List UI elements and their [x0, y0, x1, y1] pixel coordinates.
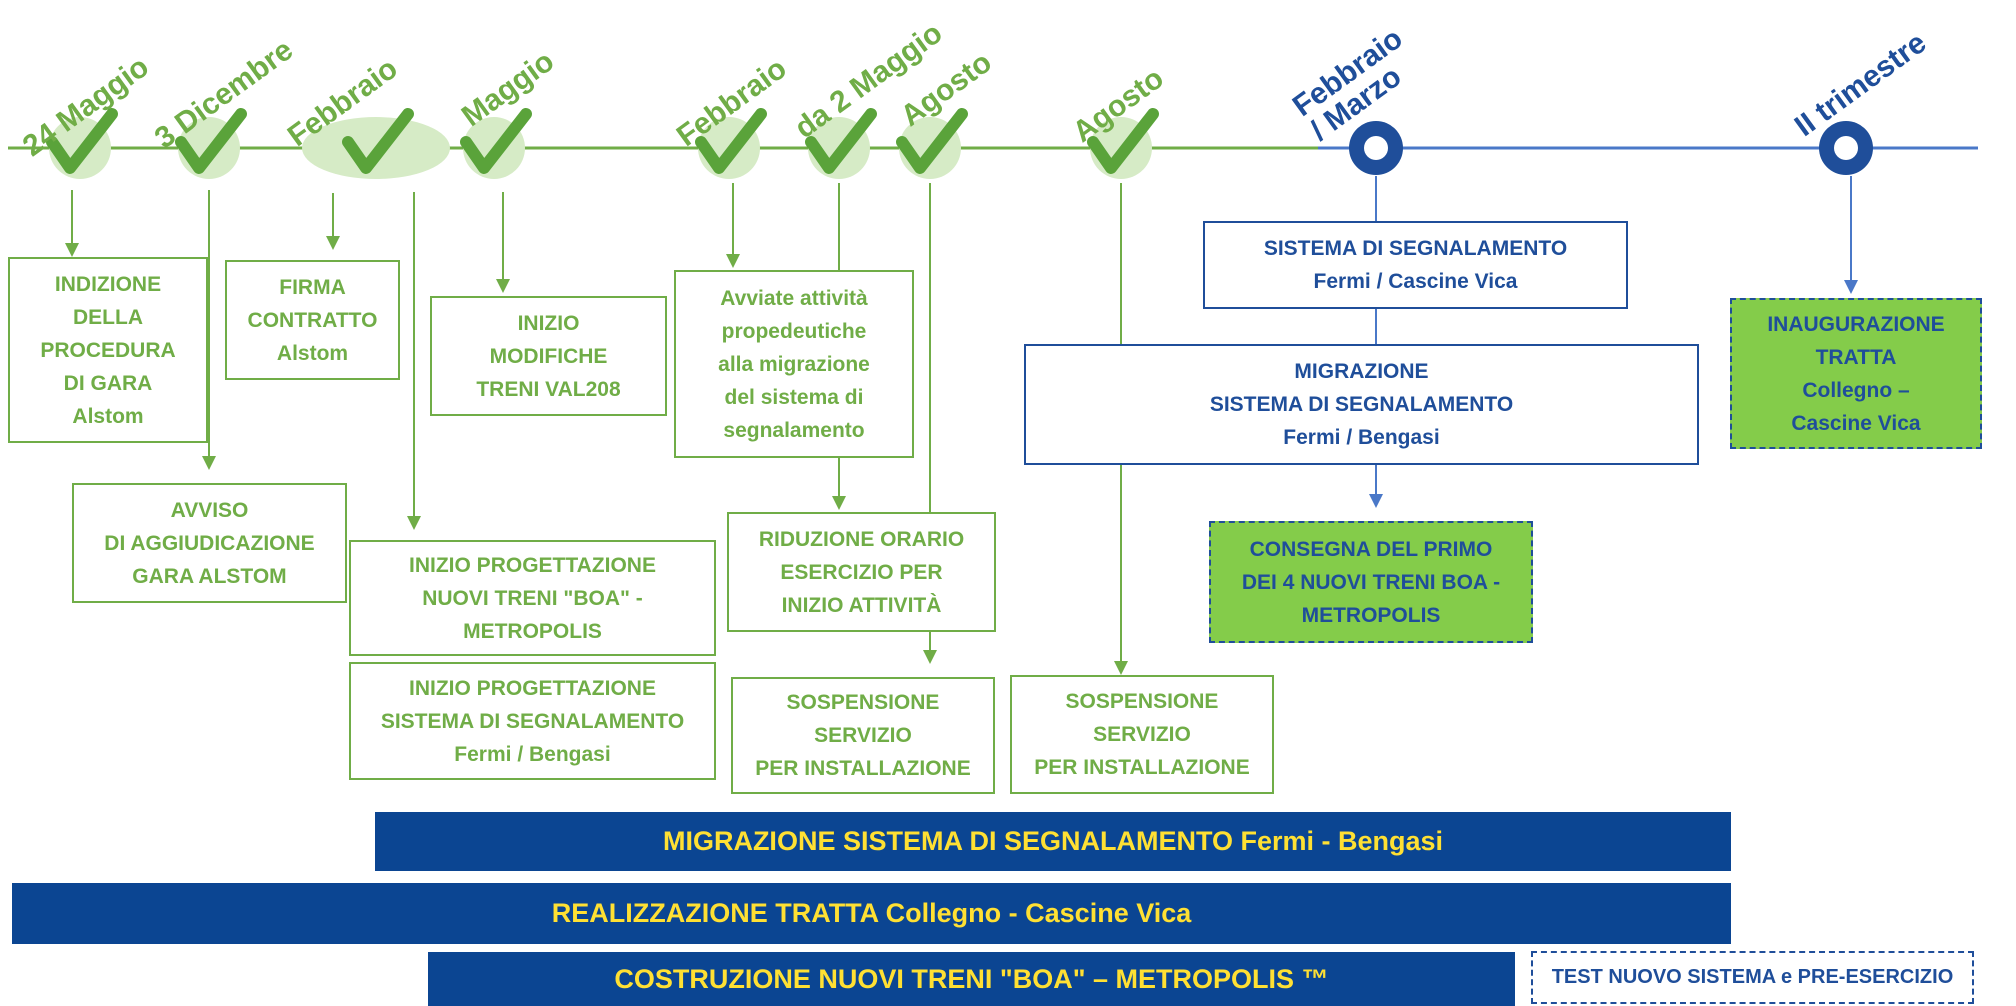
event-box-line: Fermi / Bengasi [1283, 426, 1440, 449]
arrow-head-icon [1369, 494, 1383, 508]
arrow-head-icon [326, 236, 340, 250]
arrow-head-icon [202, 456, 216, 470]
bar-migrazione: MIGRAZIONE SISTEMA DI SEGNALAMENTO Fermi… [375, 812, 1731, 871]
event-box-line: Collegno – [1802, 378, 1910, 402]
event-box-inizio-prog-sistema: INIZIO PROGETTAZIONE SISTEMA DI SEGNALAME… [349, 662, 716, 780]
event-box-line: SERVIZIO [814, 724, 912, 747]
event-box-line: METROPOLIS [463, 619, 602, 643]
event-box-line: GARA ALSTOM [132, 564, 287, 588]
event-box-line: SOSPENSIONE [786, 691, 940, 714]
check-icon [695, 108, 767, 174]
event-box-line: DI AGGIUDICAZIONE [104, 531, 315, 555]
check-icon [1087, 108, 1159, 174]
check-icon [896, 108, 968, 174]
event-box-line: INIZIO PROGETTAZIONE [409, 676, 656, 700]
event-box-line: PER INSTALLAZIONE [755, 757, 971, 780]
event-box-inizio-prog-treni: INIZIO PROGETTAZIONE NUOVI TRENI "BOA" - M… [349, 540, 716, 656]
arrow-head-icon [65, 243, 79, 257]
event-box-line: PER INSTALLAZIONE [1034, 756, 1250, 779]
event-box-line: TEST NUOVO SISTEMA e PRE-ESERCIZIO [1551, 966, 1954, 988]
event-box-line: DELLA [73, 305, 143, 329]
event-box-line: Cascine Vica [1791, 411, 1921, 435]
arrow-head-icon [407, 516, 421, 530]
event-box-line: SISTEMA DI SEGNALAMENTO [1263, 237, 1568, 260]
check-icon [342, 108, 414, 174]
event-box-line: DEI 4 NUOVI TRENI BOA - [1241, 570, 1501, 594]
check-icon [460, 108, 532, 174]
event-box-line: INDIZIONE [54, 272, 162, 296]
event-box-inizio-modifiche: INIZIO MODIFICHE TRENI VAL208 [430, 296, 667, 416]
event-box-line: Alstom [276, 341, 349, 365]
milestone-ring-center [1834, 136, 1858, 160]
arrow-head-icon [832, 496, 846, 510]
event-box-line: SISTEMA DI SEGNALAMENTO [1209, 393, 1514, 416]
event-box-line: INIZIO [517, 311, 580, 335]
bar-realizzazione: REALIZZAZIONE TRATTA Collegno - Cascine … [12, 883, 1731, 944]
event-box-line: RIDUZIONE ORARIO [758, 527, 965, 551]
arrow-head-icon [496, 279, 510, 293]
event-box-riduzione: RIDUZIONE ORARIO ESERCIZIO PER INIZIO ATTI… [727, 512, 996, 632]
event-box-line: del sistema di [724, 385, 864, 409]
event-box-sospensione-2: SOSPENSIONE SERVIZIO PER INSTALLAZIONE [1010, 675, 1274, 794]
arrow-head-icon [1114, 661, 1128, 675]
event-box-line: Alstom [72, 404, 144, 428]
check-icon [175, 108, 247, 174]
event-box-line: TRENI VAL208 [476, 377, 621, 401]
event-box-line: NUOVI TRENI "BOA" - [422, 586, 643, 610]
milestone-ring-center [1364, 136, 1388, 160]
event-box-avviso: AVVISO DI AGGIUDICAZIONE GARA ALSTOM [72, 483, 347, 603]
event-box-line: AVVISO [170, 498, 249, 522]
event-box-line: PROCEDURA [40, 338, 176, 362]
event-box-line: FIRMA [279, 275, 346, 299]
event-box-migrazione: MIGRAZIONE SISTEMA DI SEGNALAMENTO Fermi /… [1024, 344, 1699, 465]
event-box-line: CONSEGNA DEL PRIMO [1249, 537, 1493, 561]
event-box-line: propedeutiche [721, 319, 867, 343]
event-box-line: alla migrazione [718, 352, 870, 376]
event-box-line: TRATTA [1815, 345, 1897, 369]
event-box-line: Fermi / Cascine Vica [1313, 270, 1518, 293]
event-box-line: INIZIO PROGETTAZIONE [409, 553, 656, 577]
event-box-line: ESERCIZIO PER [780, 560, 943, 584]
event-box-line: SISTEMA DI SEGNALAMENTO [380, 709, 685, 733]
event-box-indizione: INDIZIONE DELLA PROCEDURA DI GARA Alstom [8, 257, 208, 443]
check-icon [46, 108, 118, 174]
event-box-line: DI GARA [63, 371, 153, 395]
event-box-line: INAUGURAZIONE [1767, 312, 1945, 336]
event-box-sospensione-1: SOSPENSIONE SERVIZIO PER INSTALLAZIONE [731, 677, 995, 794]
event-box-line: CONTRATTO [247, 308, 378, 332]
event-box-sistema-segn: SISTEMA DI SEGNALAMENTO Fermi / Cascine V… [1203, 221, 1628, 309]
arrow-head-icon [726, 254, 740, 268]
event-box-test: TEST NUOVO SISTEMA e PRE-ESERCIZIO [1531, 951, 1974, 1004]
event-box-line: MODIFICHE [489, 344, 608, 368]
arrow-head-icon [1844, 280, 1858, 294]
event-box-firma: FIRMA CONTRATTO Alstom [225, 260, 400, 380]
event-box-consegna: CONSEGNA DEL PRIMO DEI 4 NUOVI TRENI BOA … [1209, 521, 1533, 643]
event-box-line: Avviate attività [720, 286, 868, 310]
event-box-line: INIZIO ATTIVITÀ [781, 593, 942, 617]
event-box-avviate: Avviate attività propedeutiche alla migraz… [674, 270, 914, 458]
event-box-line: SOSPENSIONE [1065, 690, 1219, 713]
event-box-line: MIGRAZIONE [1294, 360, 1429, 383]
event-box-line: segnalamento [723, 418, 865, 442]
event-box-inaugurazione: INAUGURAZIONE TRATTA Collegno – Cascine Vic… [1730, 298, 1982, 449]
check-icon [805, 108, 877, 174]
event-box-line: METROPOLIS [1301, 603, 1441, 627]
bar-costruzione: COSTRUZIONE NUOVI TRENI "BOA" – METROPOL… [428, 952, 1515, 1006]
event-box-line: SERVIZIO [1093, 723, 1191, 746]
event-box-line: Fermi / Bengasi [454, 742, 611, 766]
arrow-head-icon [923, 650, 937, 664]
